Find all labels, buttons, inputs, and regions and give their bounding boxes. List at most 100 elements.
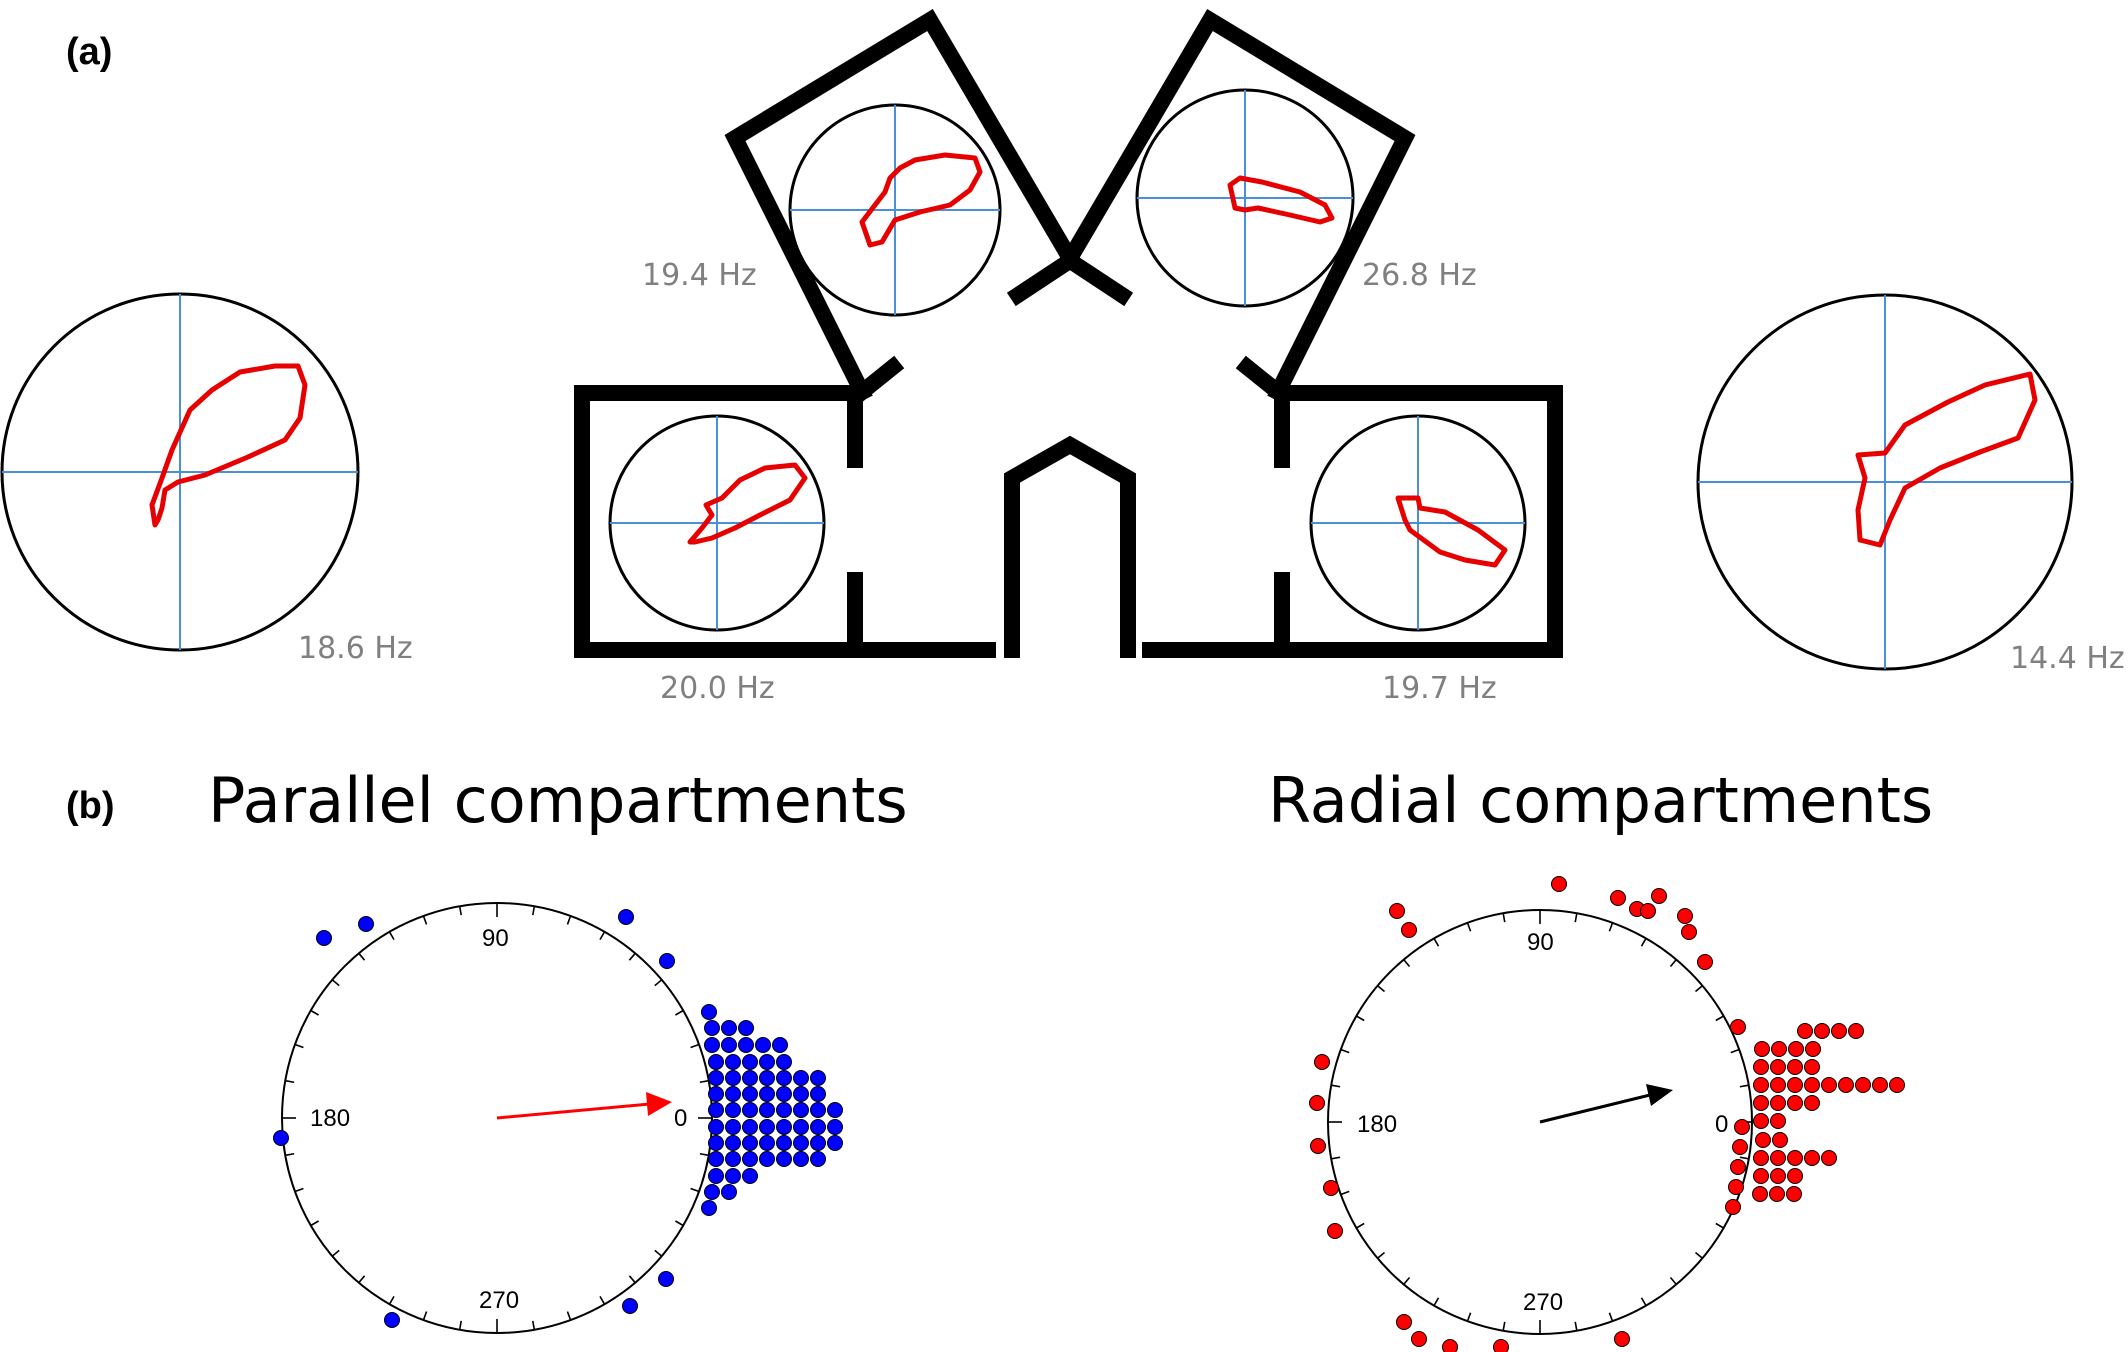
observation-dot	[1769, 1186, 1785, 1202]
circular-plot-tick	[1694, 1251, 1703, 1259]
polar-plot-bottom-left	[608, 414, 826, 632]
observation-dot	[742, 1102, 758, 1118]
observation-dot	[659, 953, 675, 969]
observation-dot	[776, 1102, 792, 1118]
firing-field-trace	[1227, 175, 1335, 225]
observation-dot	[742, 1135, 758, 1151]
circular-plot-tick	[1377, 985, 1386, 993]
circular-plot-tick	[294, 1187, 304, 1193]
maze-wall-right-pod	[1142, 385, 1563, 658]
tick-label-270: 270	[1523, 1289, 1563, 1316]
observation-dot	[759, 1054, 775, 1070]
circular-plot-tick	[1739, 1156, 1749, 1160]
circular-plot-tick	[1377, 1251, 1386, 1259]
circular-plot-tick	[458, 1320, 463, 1330]
observation-dot	[793, 1070, 809, 1086]
observation-dot	[1493, 1339, 1509, 1352]
observation-dot	[810, 1119, 826, 1135]
observation-dot	[1697, 954, 1713, 970]
panel-b-label: (b)	[66, 785, 115, 827]
observation-dot	[725, 1102, 741, 1118]
firing-field-trace	[149, 363, 308, 528]
observation-dot	[1770, 1113, 1786, 1129]
observation-dot	[721, 1037, 737, 1053]
observation-dot	[1788, 1041, 1804, 1057]
observation-dot	[618, 909, 634, 925]
circular-plot-tick	[1356, 1015, 1365, 1022]
observation-dot	[622, 1298, 638, 1314]
observation-dot	[776, 1151, 792, 1167]
circular-plot-tick	[531, 1320, 536, 1330]
circular-plot-tick	[654, 1249, 663, 1257]
observation-dot	[810, 1070, 826, 1086]
observation-dot	[358, 916, 374, 932]
observation-dot	[1734, 1119, 1750, 1135]
observation-dot	[1677, 908, 1693, 924]
circular-plot-tick	[358, 1275, 366, 1284]
observation-dot	[1787, 1059, 1803, 1075]
observation-dot	[701, 1200, 717, 1216]
observation-dot	[1772, 1132, 1788, 1148]
tick-label-90: 90	[482, 925, 509, 952]
circular-plot-tick	[1715, 1015, 1724, 1022]
observation-dot	[1804, 1150, 1820, 1166]
observation-dot	[704, 1184, 720, 1200]
circular-plot-tick	[1403, 1276, 1411, 1285]
tick-label-270: 270	[479, 1287, 519, 1314]
observation-dot	[1804, 1059, 1820, 1075]
mean-direction-arrowhead	[646, 1092, 672, 1116]
circular-plot-tick	[699, 1152, 709, 1157]
circular-plot-dots	[1309, 876, 1905, 1352]
circular-plot-tick	[1608, 922, 1614, 932]
observation-dot	[725, 1119, 741, 1135]
observation-dot	[1732, 1139, 1748, 1155]
observation-dot	[776, 1119, 792, 1135]
observation-dot	[1754, 1041, 1770, 1057]
circular-plot-tick	[690, 1043, 700, 1049]
polar-plot-bottom-right	[1309, 414, 1527, 632]
observation-dot	[721, 1020, 737, 1036]
circular-plot-tick	[675, 1220, 684, 1227]
panel-a-label: (a)	[66, 31, 112, 73]
observation-dot	[725, 1168, 741, 1184]
circular-plot-tick	[331, 1249, 340, 1257]
circular-plot-tick	[699, 1079, 709, 1084]
mean-direction-arrowhead	[1646, 1084, 1673, 1106]
freq-label-bottom-left: 20.0 Hz	[660, 671, 775, 706]
observation-dot	[1787, 1095, 1803, 1111]
observation-dot	[1309, 1095, 1325, 1111]
circular-plot-tick	[1669, 1276, 1677, 1285]
maze-walls	[574, 8, 1563, 658]
circular-plot-tick	[388, 931, 395, 940]
observation-dot	[742, 1151, 758, 1167]
observation-dot	[793, 1135, 809, 1151]
tick-label-90: 90	[1527, 929, 1554, 956]
observation-dot	[721, 1184, 737, 1200]
parallel-title: Parallel compartments	[208, 764, 908, 837]
circular-plot-tick	[285, 1079, 295, 1084]
observation-dot	[1821, 1077, 1837, 1093]
maze-wall-center	[1004, 435, 1136, 658]
circular-plot-tick	[1466, 1312, 1472, 1322]
circular-plot-tick	[1340, 1048, 1350, 1054]
observation-dot	[708, 1102, 724, 1118]
circular-plot-tick	[566, 915, 572, 925]
observation-dot	[1396, 1314, 1412, 1330]
firing-field-trace	[687, 462, 808, 545]
circular-plot-ticks	[282, 903, 712, 1333]
observation-dot	[742, 1054, 758, 1070]
circular-plot-tick	[654, 979, 663, 987]
maze-wall-left-pod	[574, 385, 996, 658]
circular-plot-tick	[1640, 938, 1647, 947]
observation-dot	[704, 1037, 720, 1053]
observation-dot	[1753, 1168, 1769, 1184]
observation-dot	[1640, 903, 1656, 919]
observation-dot	[759, 1135, 775, 1151]
observation-dot	[704, 1020, 720, 1036]
observation-dot	[1401, 922, 1417, 938]
radial-title: Radial compartments	[1268, 764, 1933, 837]
circular-plot-tick	[1715, 1222, 1724, 1229]
observation-dot	[1389, 903, 1405, 919]
observation-dot	[759, 1102, 775, 1118]
